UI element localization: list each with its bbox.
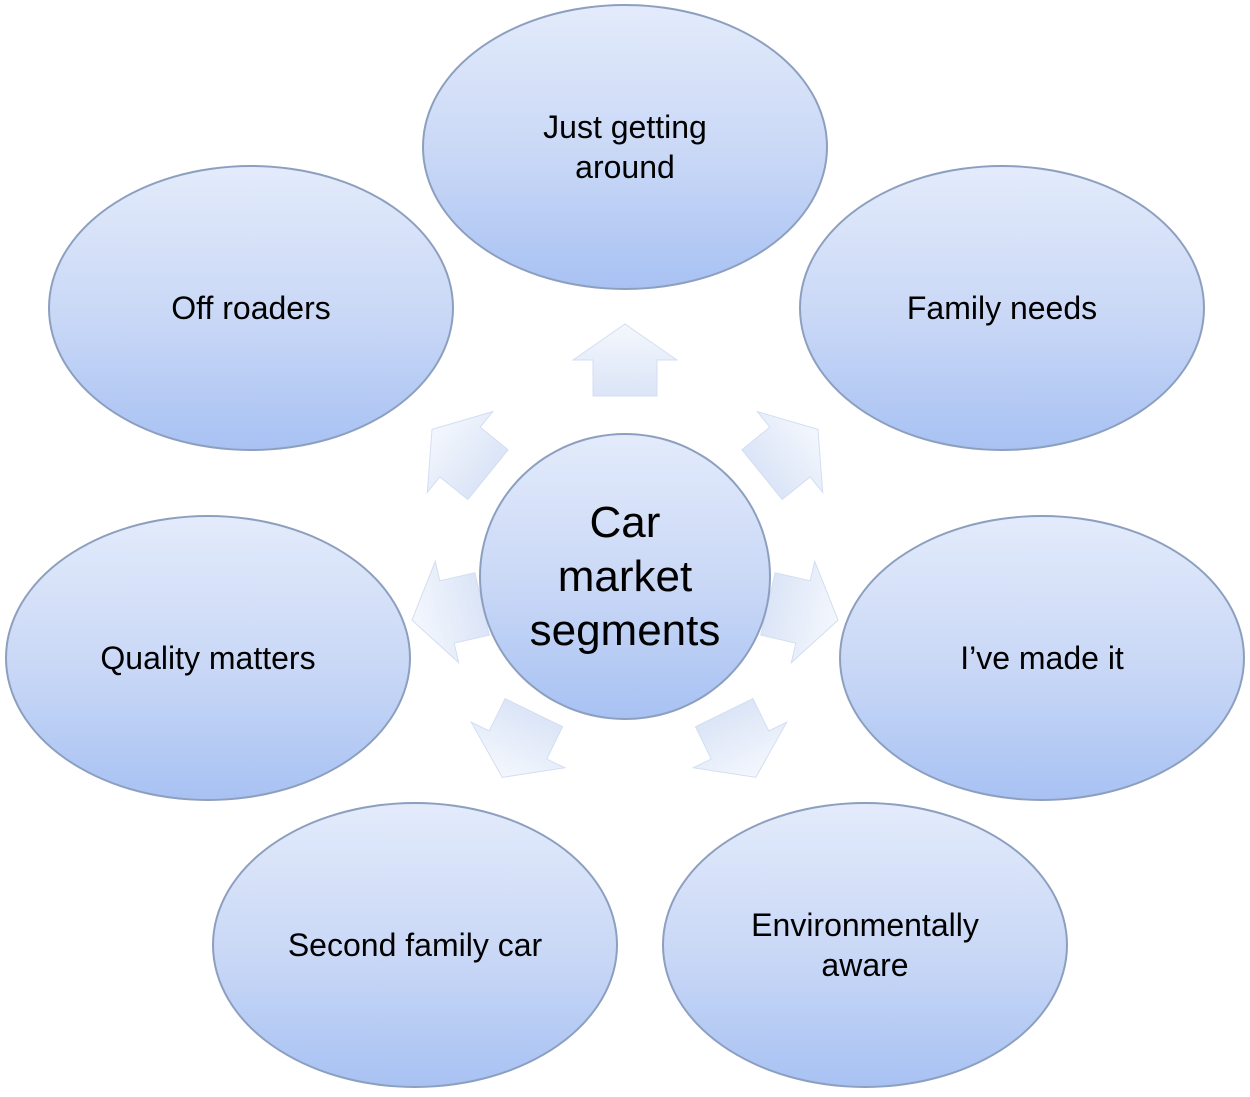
segment-off-roaders: Off roaders (48, 165, 454, 451)
segment-family-needs: Family needs (799, 165, 1205, 451)
arrow-upper-right-icon (741, 410, 824, 501)
segment-label: Quality matters (100, 640, 316, 676)
segment-ive-made-it: I’ve made it (839, 515, 1245, 801)
arrow-lower-right-icon (691, 697, 788, 778)
arrow-lower-left-icon (470, 697, 567, 778)
arrow-upper-left-icon (426, 410, 509, 501)
segment-label: I’ve made it (960, 640, 1124, 676)
segment-environmentally-aware: Environmentally aware (662, 802, 1068, 1088)
segment-label: Family needs (906, 290, 1098, 326)
arrow-left-icon (411, 559, 490, 665)
segment-label: Just getting around (543, 109, 707, 185)
center-node-label: Car market segments (529, 497, 721, 655)
arrow-up-icon (571, 323, 679, 397)
segment-label: Off roaders (171, 290, 331, 326)
center-node: Car market segments (479, 433, 771, 720)
arrow-right-icon (760, 559, 839, 665)
segment-label: Second family car (287, 927, 543, 963)
segment-second-family-car: Second family car (212, 802, 618, 1088)
segment-just-getting-around: Just getting around (422, 4, 828, 290)
segment-quality-matters: Quality matters (5, 515, 411, 801)
segment-label: Environmentally aware (751, 907, 979, 983)
